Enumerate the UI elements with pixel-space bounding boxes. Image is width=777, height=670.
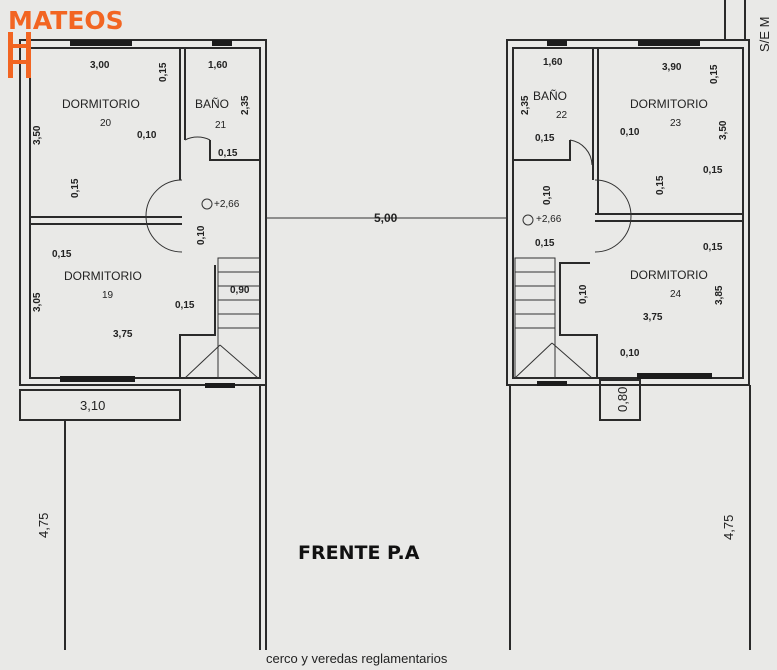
room-label: BAÑO (195, 97, 229, 111)
level-mark: +2,66 (214, 199, 240, 210)
dimension: 0,15 (218, 148, 238, 159)
left-unit-walls (19, 39, 267, 650)
footer-note: cerco y veredas reglamentarios (266, 651, 448, 666)
dimension: 0,15 (70, 178, 81, 198)
room-number: 22 (556, 110, 568, 121)
dimension: 0,15 (52, 249, 72, 260)
dimension: 0,15 (703, 165, 723, 176)
room-label: DORMITORIO (630, 268, 708, 282)
dimension: 0,15 (655, 175, 666, 195)
dimension: 3,90 (662, 62, 682, 73)
dimension: 2,35 (240, 95, 251, 115)
dimension: 0,90 (230, 285, 250, 296)
dimension: 3,50 (32, 125, 43, 145)
dimension: 3,85 (714, 285, 725, 305)
dimension: 3,05 (32, 292, 43, 312)
room-label: DORMITORIO (630, 97, 708, 111)
room-number: 20 (100, 118, 112, 129)
dimension: 0,10 (620, 127, 640, 138)
room-number: 19 (102, 290, 114, 301)
dimension: 0,80 (615, 387, 630, 412)
logo: MATEOS (8, 6, 124, 35)
dimension: 4,75 (721, 515, 736, 540)
dimension: 3,50 (718, 120, 729, 140)
dimension: 4,75 (36, 513, 51, 538)
dimension: 0,15 (535, 238, 555, 249)
dimension: 0,10 (578, 284, 589, 304)
room-number: 23 (670, 118, 682, 129)
dimension: 2,35 (520, 95, 531, 115)
dimension: 0,15 (703, 242, 723, 253)
right-unit-walls (266, 0, 751, 650)
room-number: 21 (215, 120, 227, 131)
plan-title: FRENTE P.A (298, 542, 420, 564)
logo-mark (8, 32, 31, 78)
dimension: 1,60 (208, 60, 228, 71)
dimension: 3,75 (113, 329, 133, 340)
dimension: 3,75 (643, 312, 663, 323)
dimension: 0,10 (196, 225, 207, 245)
level-mark: +2,66 (536, 214, 562, 225)
dimension: 3,00 (90, 60, 110, 71)
room-label: DORMITORIO (62, 97, 140, 111)
dimension: 0,15 (709, 64, 720, 84)
dimension: 0,10 (620, 348, 640, 359)
separation-dimension: 5,00 (374, 211, 398, 225)
scale-note: S/E M (757, 17, 772, 52)
dimension: 0,15 (175, 300, 195, 311)
room-label: BAÑO (533, 89, 567, 103)
dimension: 0,10 (137, 130, 157, 141)
dimension: 0,10 (542, 185, 553, 205)
dimension: 0,15 (535, 133, 555, 144)
dimension: 0,15 (158, 62, 169, 82)
dimension: 1,60 (543, 57, 563, 68)
room-label: DORMITORIO (64, 269, 142, 283)
room-number: 24 (670, 289, 682, 300)
dimension: 3,10 (80, 398, 105, 413)
